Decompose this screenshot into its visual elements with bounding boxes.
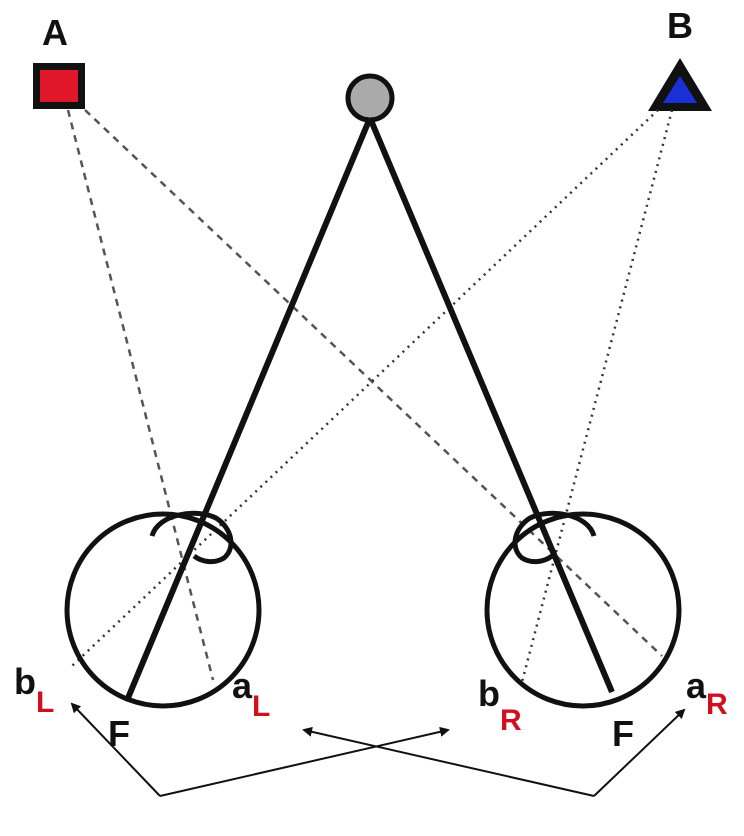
right-eye	[487, 513, 679, 706]
ray-b-left-eye	[72, 110, 658, 666]
object-a-label: A	[42, 12, 68, 53]
subscript-right: R	[706, 688, 728, 721]
label-a-right: aR	[686, 665, 728, 721]
object-b-label: B	[667, 5, 693, 46]
ray-a-right-eye	[85, 110, 662, 656]
ray-a-left-eye	[68, 110, 213, 680]
arrow-to-a-left	[304, 730, 594, 796]
subscript-right: R	[500, 704, 522, 737]
correspondence-arrows	[72, 704, 684, 796]
object-a: A	[33, 12, 85, 109]
subscript-left: L	[36, 686, 54, 719]
fixation-point	[348, 76, 392, 120]
label-b-right: bR	[478, 673, 522, 737]
object-a-square	[40, 70, 78, 102]
label-a-left: aL	[232, 665, 270, 723]
right-visual-axis	[370, 118, 612, 692]
object-b: B	[648, 5, 712, 111]
label-fovea-right: F	[612, 713, 634, 754]
object-b-rays	[72, 110, 672, 682]
left-visual-axis	[128, 118, 370, 698]
arrow-to-b-right	[160, 730, 448, 796]
arrow-to-a-right	[594, 710, 684, 796]
label-b-left: bL	[14, 661, 54, 719]
subscript-left: L	[252, 690, 270, 723]
label-fovea-left: F	[108, 713, 130, 754]
